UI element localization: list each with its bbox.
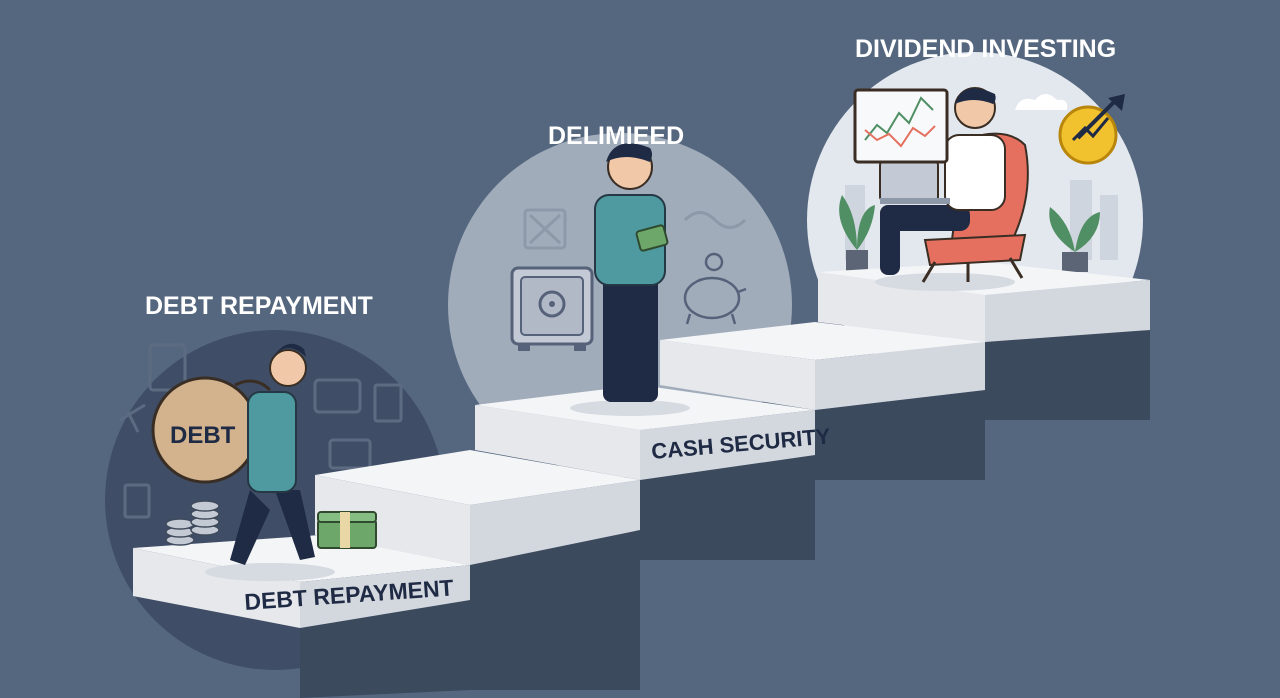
cash-bundle-icon [317, 511, 377, 549]
money-bag-icon [151, 376, 272, 484]
heading-debt-repayment: DEBT REPAYMENT [145, 292, 373, 320]
card-icon [123, 483, 151, 519]
money-bag-label: DEBT [170, 422, 236, 449]
safe-icon [510, 266, 594, 351]
frame-icon [523, 208, 567, 250]
hammer-icon [119, 403, 146, 433]
plant-icon [1049, 207, 1100, 272]
heading-delimieed: DELIMIEED [548, 122, 684, 150]
piggy-bank-icon [683, 252, 747, 325]
cash-bundle-icon [635, 224, 669, 252]
step-4 [660, 322, 985, 410]
frame-cross-icon [528, 213, 562, 245]
stock-chart-icon [853, 88, 949, 164]
plant-icon [839, 195, 875, 272]
heading-dividend-investing: DIVIDEND INVESTING [855, 35, 1116, 63]
coin-stack-icon [165, 500, 220, 546]
link-icon [683, 211, 747, 229]
receipt-icon [328, 438, 372, 470]
building-icon [1100, 195, 1118, 260]
cash-security-person [570, 143, 690, 416]
debt-person [151, 343, 335, 581]
wallet-icon [313, 378, 362, 414]
coin-trend-icon [1058, 94, 1125, 165]
debt-doodles [119, 343, 403, 519]
staircase-shadows [300, 330, 1150, 698]
security-doodles [523, 208, 747, 250]
cloud-icon [1015, 94, 1068, 110]
investor-person [853, 87, 1029, 291]
step-5 [818, 262, 1150, 342]
bill-icon [148, 343, 187, 392]
document-icon [373, 383, 403, 423]
